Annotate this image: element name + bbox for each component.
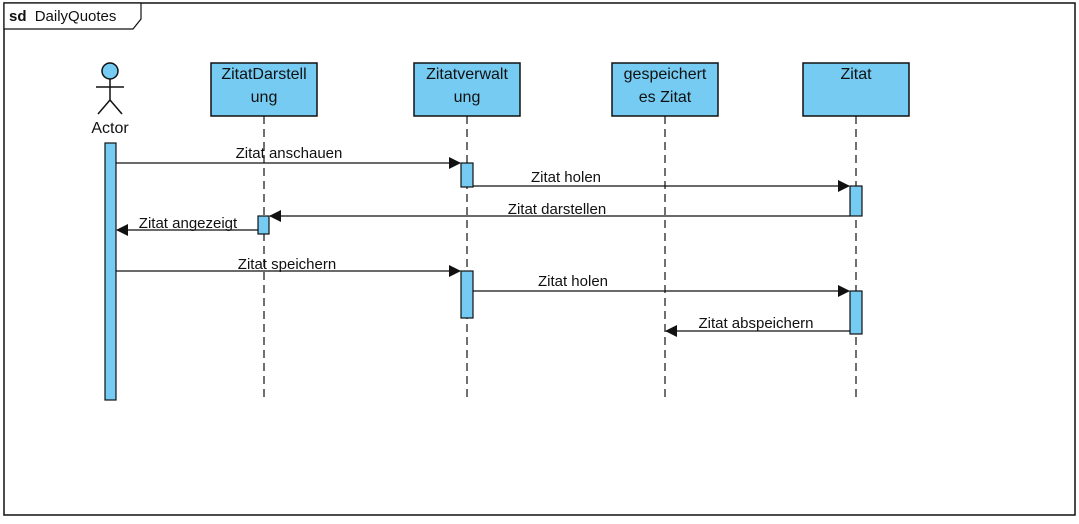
lifeline-title-line2: ung: [251, 89, 278, 106]
message-zitat-speichern: Zitat speichern: [116, 256, 461, 277]
activation-bar: [460, 270, 474, 319]
activation-bar: [849, 185, 863, 217]
lifeline-gespeichertes-zitat: gespeichert es Zitat: [611, 62, 719, 402]
message-label: Zitat holen: [531, 169, 601, 186]
lifeline-zitatdarstellung: ZitatDarstell ung: [210, 62, 318, 402]
message-zitat-darstellen: Zitat darstellen: [269, 201, 850, 222]
frame-tab: [3, 2, 142, 30]
message-zitat-holen-1: Zitat holen: [473, 169, 850, 192]
message-zitat-abspeichern: Zitat abspeichern: [665, 315, 850, 337]
lifeline-title-line2: es Zitat: [639, 89, 692, 106]
actor-label: Actor: [91, 120, 129, 137]
message-label: Zitat angezeigt: [139, 215, 238, 232]
lifeline-head-box: [611, 62, 719, 117]
lifeline-title-line1: gespeichert: [624, 66, 707, 83]
message-zitat-angezeigt: Zitat angezeigt: [116, 215, 258, 236]
actor-activation-bar: [104, 142, 117, 401]
actor-icon: [96, 62, 124, 115]
lifeline-title-line1: Zitatverwalt: [426, 66, 508, 83]
lifeline-head-box: [802, 62, 910, 117]
frame-name: DailyQuotes: [35, 8, 117, 25]
svg-text:sd DailyQuotes: sd DailyQuotes: [9, 8, 116, 25]
lifeline-head-box: [210, 62, 318, 117]
message-label: Zitat speichern: [238, 256, 336, 273]
message-label: Zitat anschauen: [236, 145, 343, 162]
lifeline-title-line1: Zitat: [840, 66, 872, 83]
lifeline-head-box: [413, 62, 521, 117]
message-label: Zitat holen: [538, 273, 608, 290]
message-zitat-holen-2: Zitat holen: [473, 273, 850, 297]
message-zitat-anschauen: Zitat anschauen: [116, 145, 461, 169]
lifeline-title-line1: ZitatDarstell: [221, 66, 306, 83]
message-label: Zitat abspeichern: [698, 315, 813, 332]
frame-keyword: sd: [9, 8, 27, 25]
message-label: Zitat darstellen: [508, 201, 606, 218]
diagram-frame: [3, 2, 1076, 516]
lifeline-zitatverwaltung: Zitatverwalt ung: [413, 62, 521, 402]
activation-bar: [849, 290, 863, 335]
lifeline-zitat: Zitat: [802, 62, 910, 402]
activation-bar: [257, 215, 270, 235]
activation-bar: [460, 162, 474, 188]
lifeline-title-line2: ung: [454, 89, 481, 106]
